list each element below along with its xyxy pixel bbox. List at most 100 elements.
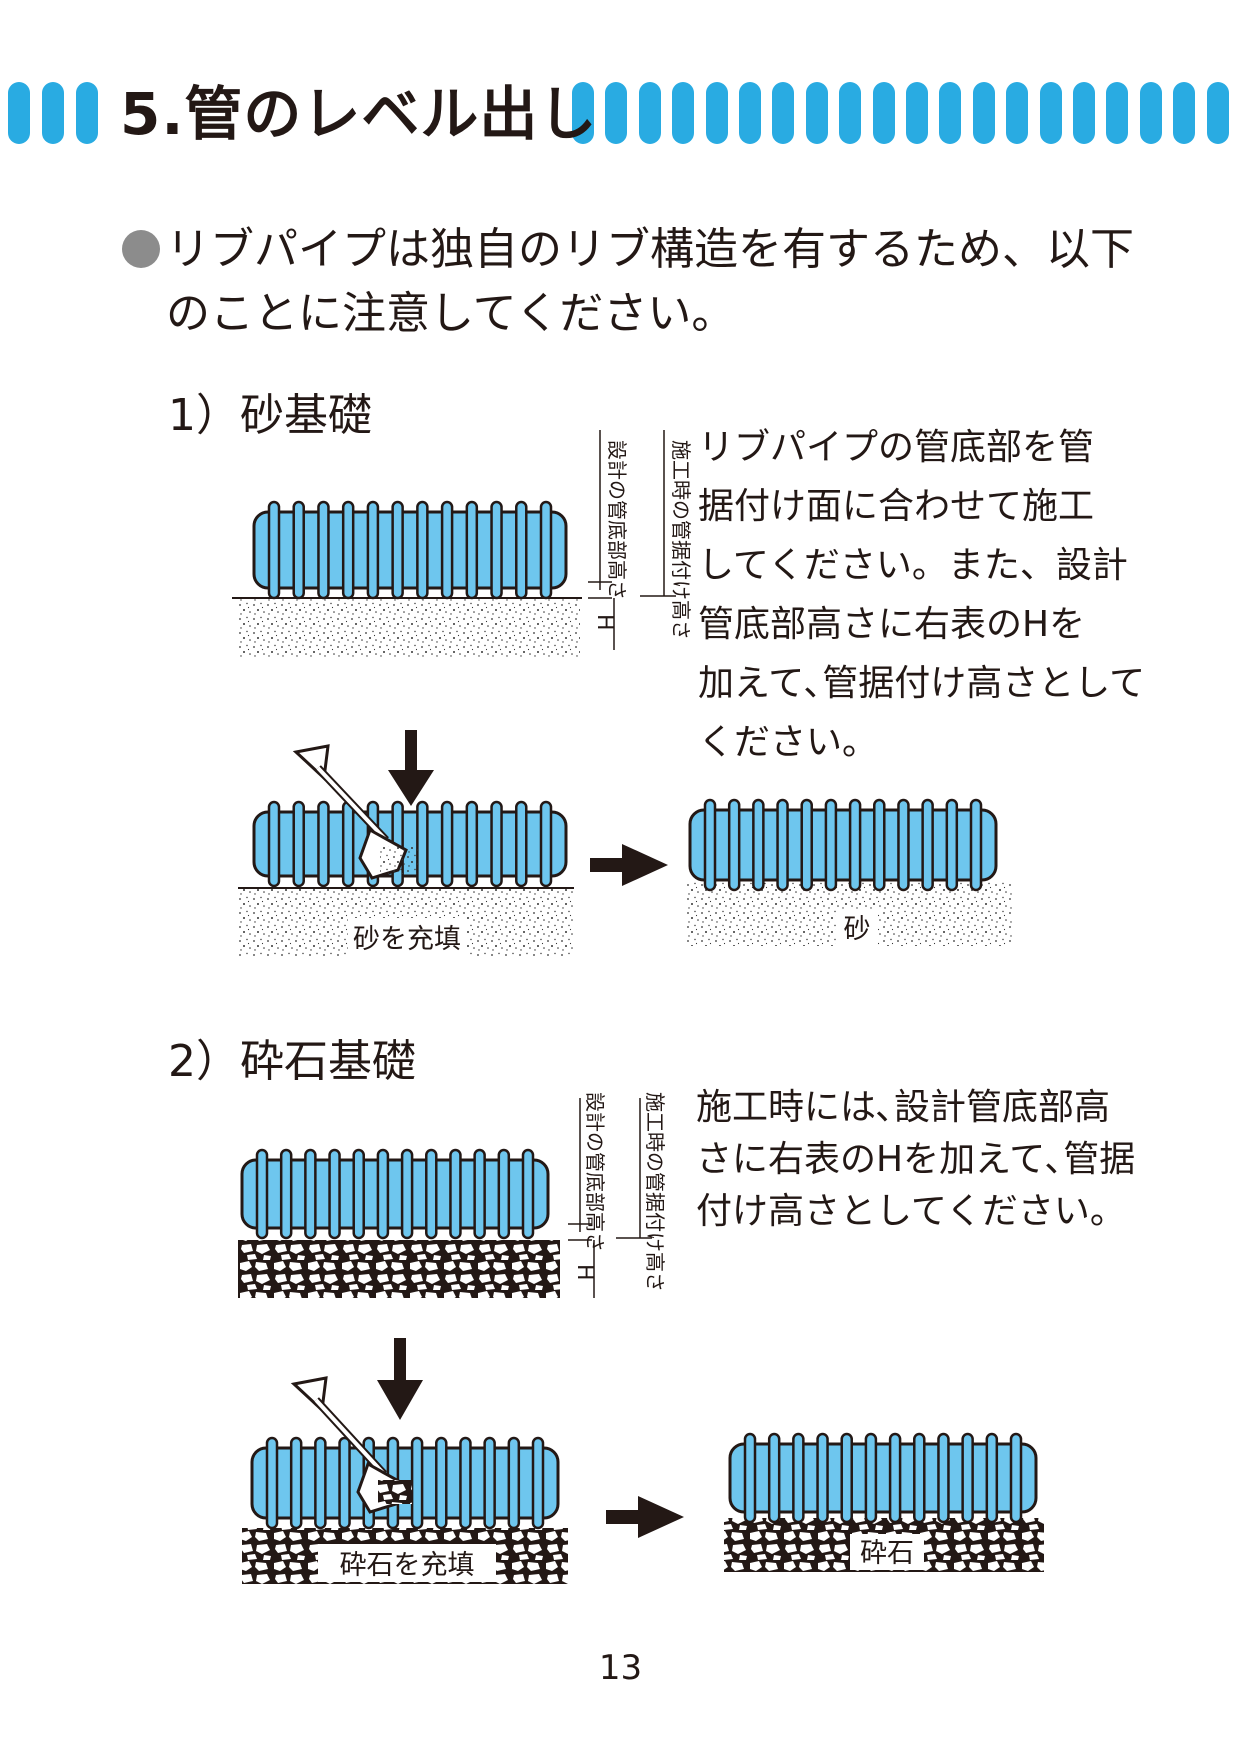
pipe-rib <box>317 500 330 600</box>
heading-pill <box>1040 82 1062 144</box>
pipe-rib <box>490 800 503 888</box>
pipe-rib <box>410 1436 424 1530</box>
pipe-rib <box>255 1148 269 1240</box>
pipe-rib <box>435 1436 448 1530</box>
pipe-rib <box>416 500 429 600</box>
intro-paragraph: リブパイプは独自のリブ構造を有するため、以下 のことに注意してください。 <box>122 218 1182 346</box>
section1-desc-line: してください。また、設計 <box>698 545 1128 586</box>
pipe-rib <box>937 1432 950 1524</box>
rib-pipe-illustration <box>252 500 568 600</box>
heading-pill <box>906 82 928 144</box>
pipe-rib <box>279 1148 293 1240</box>
heading-pill <box>739 82 761 144</box>
pipe-rib <box>341 500 355 600</box>
pipe-rib <box>961 1432 974 1524</box>
pipe-rib <box>985 1432 999 1524</box>
heading-pill <box>1140 82 1162 144</box>
pipe-rib <box>465 500 479 600</box>
bullet-icon <box>122 230 160 268</box>
pipe-rib <box>800 798 813 892</box>
heading-pill <box>1073 82 1095 144</box>
pipe-rib <box>497 1148 511 1240</box>
pipe-rib <box>507 1436 521 1530</box>
heading-pill <box>1207 82 1229 144</box>
pipe-rib <box>440 500 454 600</box>
section2-desc-line: さに右表のHを加えて､管据 <box>696 1139 1136 1180</box>
heading-pill <box>572 82 594 144</box>
heading-pill <box>706 82 728 144</box>
heading-pill <box>672 82 694 144</box>
pipe-rib <box>490 500 503 600</box>
design-height-label: 設計の管底部高さ <box>605 440 629 600</box>
section1-desc-line: ください。 <box>698 722 879 763</box>
gravel-bed <box>238 1240 560 1298</box>
pipe-rib <box>376 1148 390 1240</box>
pipe-rib <box>743 1432 757 1524</box>
pipe-rib <box>913 1432 926 1524</box>
rib-pipe-illustration <box>240 1148 550 1240</box>
fill-label: 砕石を充填 <box>340 1550 475 1581</box>
pipe-rib <box>440 800 454 888</box>
pipe-rib <box>792 1432 805 1524</box>
rib-pipe-illustration <box>728 1432 1038 1524</box>
pipe-rib <box>515 500 528 600</box>
pipe-rib <box>338 1436 351 1530</box>
h-label: H <box>592 614 617 631</box>
rib-pipe-illustration <box>688 798 998 892</box>
page-number: 13 <box>598 1648 643 1688</box>
section2-desc-line: 付け高さとしてください。 <box>696 1191 1126 1232</box>
pipe-rib <box>341 800 355 888</box>
section1-desc-line: 据付け面に合わせて施工 <box>698 486 1095 527</box>
section1-title: 1）砂基礎 <box>168 390 372 441</box>
pipe-rib <box>969 798 983 892</box>
dimension-marker <box>588 430 676 650</box>
heading-pill <box>639 82 661 144</box>
pipe-rib <box>897 798 910 892</box>
install-height-label: 施工時の管据付け高さ <box>669 440 693 640</box>
pipe-rib <box>289 1436 303 1530</box>
section2-description: 施工時には､設計管底部高 さに右表のHを加えて､管据 付け高さとしてください。 <box>696 1082 1135 1238</box>
pipe-rib <box>265 1436 279 1530</box>
pipe-rib <box>267 800 281 888</box>
pipe-rib <box>824 798 838 892</box>
pipe-rib <box>352 1148 365 1240</box>
h-label: H <box>572 1264 597 1281</box>
design-height-label: 設計の管底部高さ <box>583 1092 607 1252</box>
fill-label: 砂を充填 <box>353 924 461 955</box>
pipe-rib <box>304 1148 317 1240</box>
heading-decoration-bar <box>8 82 1229 144</box>
heading-pill <box>1106 82 1128 144</box>
install-height-label: 施工時の管据付け高さ <box>643 1092 667 1292</box>
pipe-rib <box>328 1148 341 1240</box>
pipe-rib <box>1009 1432 1023 1524</box>
pipe-rib <box>314 1436 327 1530</box>
section2-desc-line: 施工時には､設計管底部高 <box>696 1087 1111 1128</box>
pipe-rib <box>531 1436 545 1530</box>
label-box <box>348 918 466 956</box>
heading-pill <box>772 82 794 144</box>
pipe-rib <box>752 798 765 892</box>
pipe-rib <box>776 798 789 892</box>
section1-desc-line: 管底部高さに右表のHを <box>698 604 1086 645</box>
section1-description: リブパイプの管底部を管 据付け面に合わせて施工 してください。また、設計 管底部… <box>698 418 1145 772</box>
shovel-icon <box>290 1376 412 1514</box>
section2-title: 2）砕石基礎 <box>168 1036 416 1087</box>
heading-pill <box>1173 82 1195 144</box>
pipe-rib <box>539 800 553 888</box>
down-arrow-icon <box>388 730 434 806</box>
pipe-rib <box>425 1148 438 1240</box>
pipe-rib <box>391 500 404 600</box>
pipe-rib <box>515 800 528 888</box>
heading-pill <box>8 82 30 144</box>
pipe-rib <box>888 1432 902 1524</box>
heading-pill <box>42 82 64 144</box>
right-arrow-icon <box>606 1496 684 1538</box>
intro-line-1: リブパイプは独自のリブ構造を有するため、以下 <box>166 224 1134 275</box>
right-arrow-icon <box>590 844 668 886</box>
shovel-icon <box>292 744 420 880</box>
intro-line-2: のことに注意してください。 <box>166 288 736 339</box>
result-label: 砕石 <box>860 1538 914 1569</box>
heading-pill <box>1006 82 1028 144</box>
section1-desc-line: 加えて､管据付け高さとして <box>698 663 1146 704</box>
